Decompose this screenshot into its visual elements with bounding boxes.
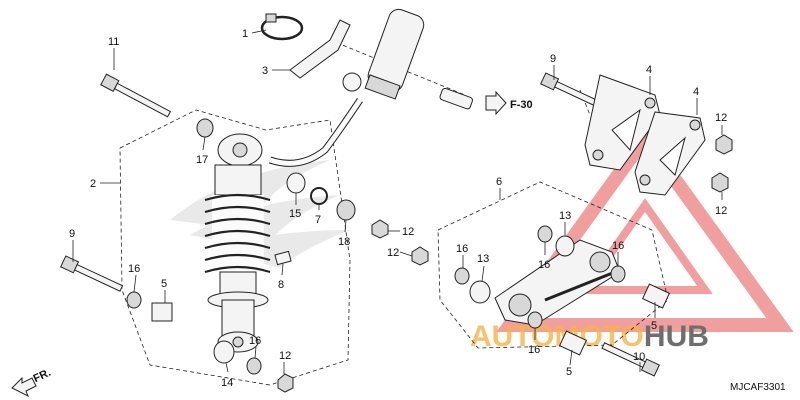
callout-4b: 4 (693, 86, 699, 98)
callout-16a: 16 (128, 263, 140, 275)
callout-12d: 12 (715, 112, 727, 124)
label-8 (274, 250, 292, 266)
linkage-assembly-outline (437, 181, 669, 349)
suspension-linkage (494, 239, 621, 326)
callout-10: 10 (633, 351, 645, 363)
callout-7: 7 (315, 214, 321, 226)
seal-18 (336, 199, 356, 221)
washer-16f (527, 311, 543, 329)
washer-16e (610, 265, 626, 283)
callout-14: 14 (221, 377, 233, 389)
bushing-15 (286, 172, 306, 194)
callout-4a: 4 (646, 64, 652, 76)
callout-2: 2 (90, 178, 96, 190)
washer-16b (246, 357, 262, 375)
callout-12b: 12 (387, 247, 399, 259)
watermark-triangle-icon (496, 126, 794, 332)
callout-6: 6 (496, 176, 502, 188)
nut-12-lower-right (711, 172, 729, 193)
callout-numbers: 1 2 3 4 4 5 5 5 6 7 8 9 9 10 11 12 12 12… (69, 28, 727, 389)
callout-12a: 12 (402, 226, 414, 238)
shock-assembly-outline (119, 109, 351, 386)
bushing-14 (213, 340, 235, 364)
callout-12e: 12 (715, 205, 727, 217)
watermark-text: AUTOMOTOHUB (470, 320, 709, 353)
shock-bracket-4b (634, 111, 706, 196)
bolt-9-left (60, 255, 124, 292)
shock-reservoir (364, 8, 425, 100)
shock-spring (204, 193, 271, 274)
callout-16d: 16 (538, 259, 550, 271)
front-arrow-icon (11, 376, 37, 398)
callout-13a: 13 (559, 210, 571, 222)
reference-arrow-icon (485, 90, 507, 116)
callout-16c: 16 (456, 243, 468, 255)
nut-12-mid (371, 219, 389, 239)
nut-12-link (411, 246, 429, 266)
reference-label-f30: F-30 (510, 99, 533, 111)
callout-16e: 16 (612, 240, 624, 252)
washer-16d (454, 267, 470, 285)
sensor-bolt (439, 87, 473, 110)
bracket-lead-dash (579, 89, 591, 116)
callout-8: 8 (278, 279, 284, 291)
callout-9b: 9 (69, 228, 75, 240)
callout-15: 15 (289, 208, 301, 220)
callout-16b: 16 (249, 335, 261, 347)
callout-11: 11 (108, 36, 119, 48)
collar-5-bottom (558, 330, 588, 356)
front-indicator: FR. (11, 367, 53, 398)
callout-5a: 5 (161, 278, 167, 290)
bushing-13a (555, 235, 575, 257)
reservoir-bracket (289, 19, 351, 79)
hose-clamp (260, 13, 304, 41)
washer-16c (537, 225, 553, 243)
rear-shock-absorber (204, 8, 425, 353)
callout-13b: 13 (477, 253, 489, 265)
callout-5b: 5 (651, 320, 657, 332)
callout-16f: 16 (528, 344, 540, 356)
nut-12-upper-right (715, 134, 733, 155)
callout-12c: 12 (279, 350, 291, 362)
watermark-text-hub: HUB (644, 320, 709, 353)
callout-5c: 5 (566, 366, 572, 378)
front-label: FR. (32, 367, 53, 385)
bolt-10 (601, 342, 660, 377)
collar-5-mid (641, 283, 671, 309)
callout-9a: 9 (550, 53, 556, 65)
callout-17: 17 (196, 154, 208, 166)
seal-17 (196, 118, 214, 138)
nut-12-bottom (277, 373, 294, 393)
diagram-code: MJCAF3301 (730, 382, 786, 393)
callout-1: 1 (242, 28, 248, 40)
washer-16a (126, 291, 142, 309)
shock-bracket-4a (584, 74, 661, 171)
callout-3: 3 (262, 65, 268, 77)
bolt-11 (100, 73, 172, 118)
bushing-13b (469, 280, 491, 304)
callout-18: 18 (338, 236, 350, 248)
leader-lines (72, 29, 723, 374)
